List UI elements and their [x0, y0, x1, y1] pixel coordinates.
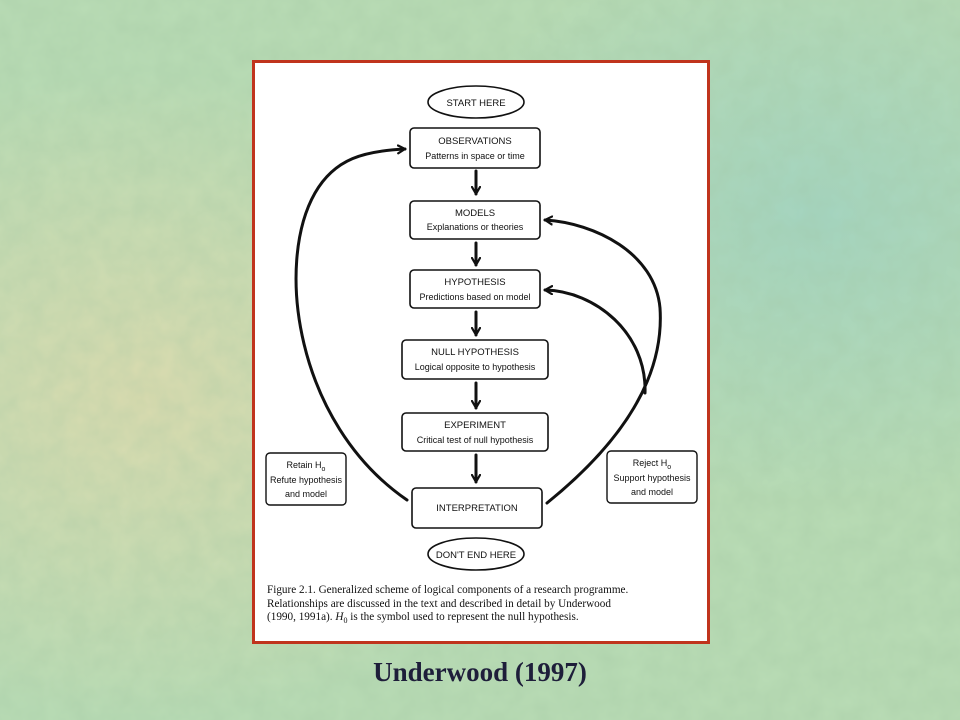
- box-subtitle: Logical opposite to hypothesis: [415, 362, 536, 372]
- caption-h-subscript: 0: [343, 616, 348, 626]
- reject-line1: Reject H: [633, 458, 668, 468]
- retain-line2: Refute hypothesis: [270, 475, 343, 485]
- retain-box: Retain Ho Refute hypothesis and model: [265, 452, 347, 506]
- start-label: START HERE: [446, 98, 505, 109]
- arrow-retain-to-observations: [294, 149, 409, 502]
- caption-line3-end: is the symbol used to represent the null…: [347, 611, 579, 623]
- figure-caption: Figure 2.1. Generalized scheme of logica…: [267, 584, 699, 628]
- figure-frame: START HERE DON'T END HERE OBSERVATIONS P…: [252, 60, 710, 644]
- box-title: HYPOTHESIS: [444, 277, 505, 288]
- box-title: EXPERIMENT: [444, 420, 506, 431]
- reject-line2: Support hypothesis: [613, 473, 691, 483]
- caption-line1: Figure 2.1. Generalized scheme of logica…: [267, 584, 629, 596]
- box-interpretation: INTERPRETATION: [411, 487, 543, 529]
- box-models: MODELS Explanations or theories: [409, 200, 541, 240]
- box-observations: OBSERVATIONS Patterns in space or time: [409, 127, 541, 169]
- caption-h-symbol: H: [335, 611, 344, 623]
- caption-line3: (1990, 1991a). H0 is the symbol used to …: [267, 611, 699, 628]
- box-hypothesis: HYPOTHESIS Predictions based on model: [409, 269, 541, 309]
- box-subtitle: Critical test of null hypothesis: [417, 435, 534, 445]
- arrow-reject-to-models: [543, 220, 662, 505]
- svg-text:Retain Ho: Retain Ho: [287, 460, 326, 473]
- svg-text:Reject Ho: Reject Ho: [633, 458, 672, 471]
- box-subtitle: Predictions based on model: [419, 292, 530, 302]
- box-title: INTERPRETATION: [436, 503, 518, 514]
- citation-title: Underwood (1997): [373, 657, 587, 687]
- box-experiment: EXPERIMENT Critical test of null hypothe…: [401, 412, 549, 452]
- arrow-reject-to-hypothesis: [543, 290, 647, 395]
- end-oval: DON'T END HERE: [427, 537, 525, 571]
- start-oval: START HERE: [427, 85, 525, 119]
- caption-line3-start: (1990, 1991a).: [267, 611, 336, 623]
- reject-line3: and model: [631, 487, 673, 497]
- reject-subscript: o: [667, 464, 671, 471]
- reject-box: Reject Ho Support hypothesis and model: [606, 450, 698, 504]
- box-null-hypothesis: NULL HYPOTHESIS Logical opposite to hypo…: [401, 339, 549, 380]
- retain-line3: and model: [285, 489, 327, 499]
- box-title: OBSERVATIONS: [438, 136, 511, 147]
- retain-subscript: o: [322, 466, 326, 473]
- end-label: DON'T END HERE: [436, 550, 516, 561]
- retain-line1: Retain H: [287, 460, 322, 470]
- caption-line2: Relationships are discussed in the text …: [267, 597, 611, 610]
- box-subtitle: Patterns in space or time: [425, 151, 525, 161]
- box-subtitle: Explanations or theories: [427, 222, 524, 232]
- research-programme-flowchart: START HERE DON'T END HERE OBSERVATIONS P…: [265, 85, 698, 571]
- box-title: NULL HYPOTHESIS: [431, 347, 519, 358]
- box-title: MODELS: [455, 208, 495, 219]
